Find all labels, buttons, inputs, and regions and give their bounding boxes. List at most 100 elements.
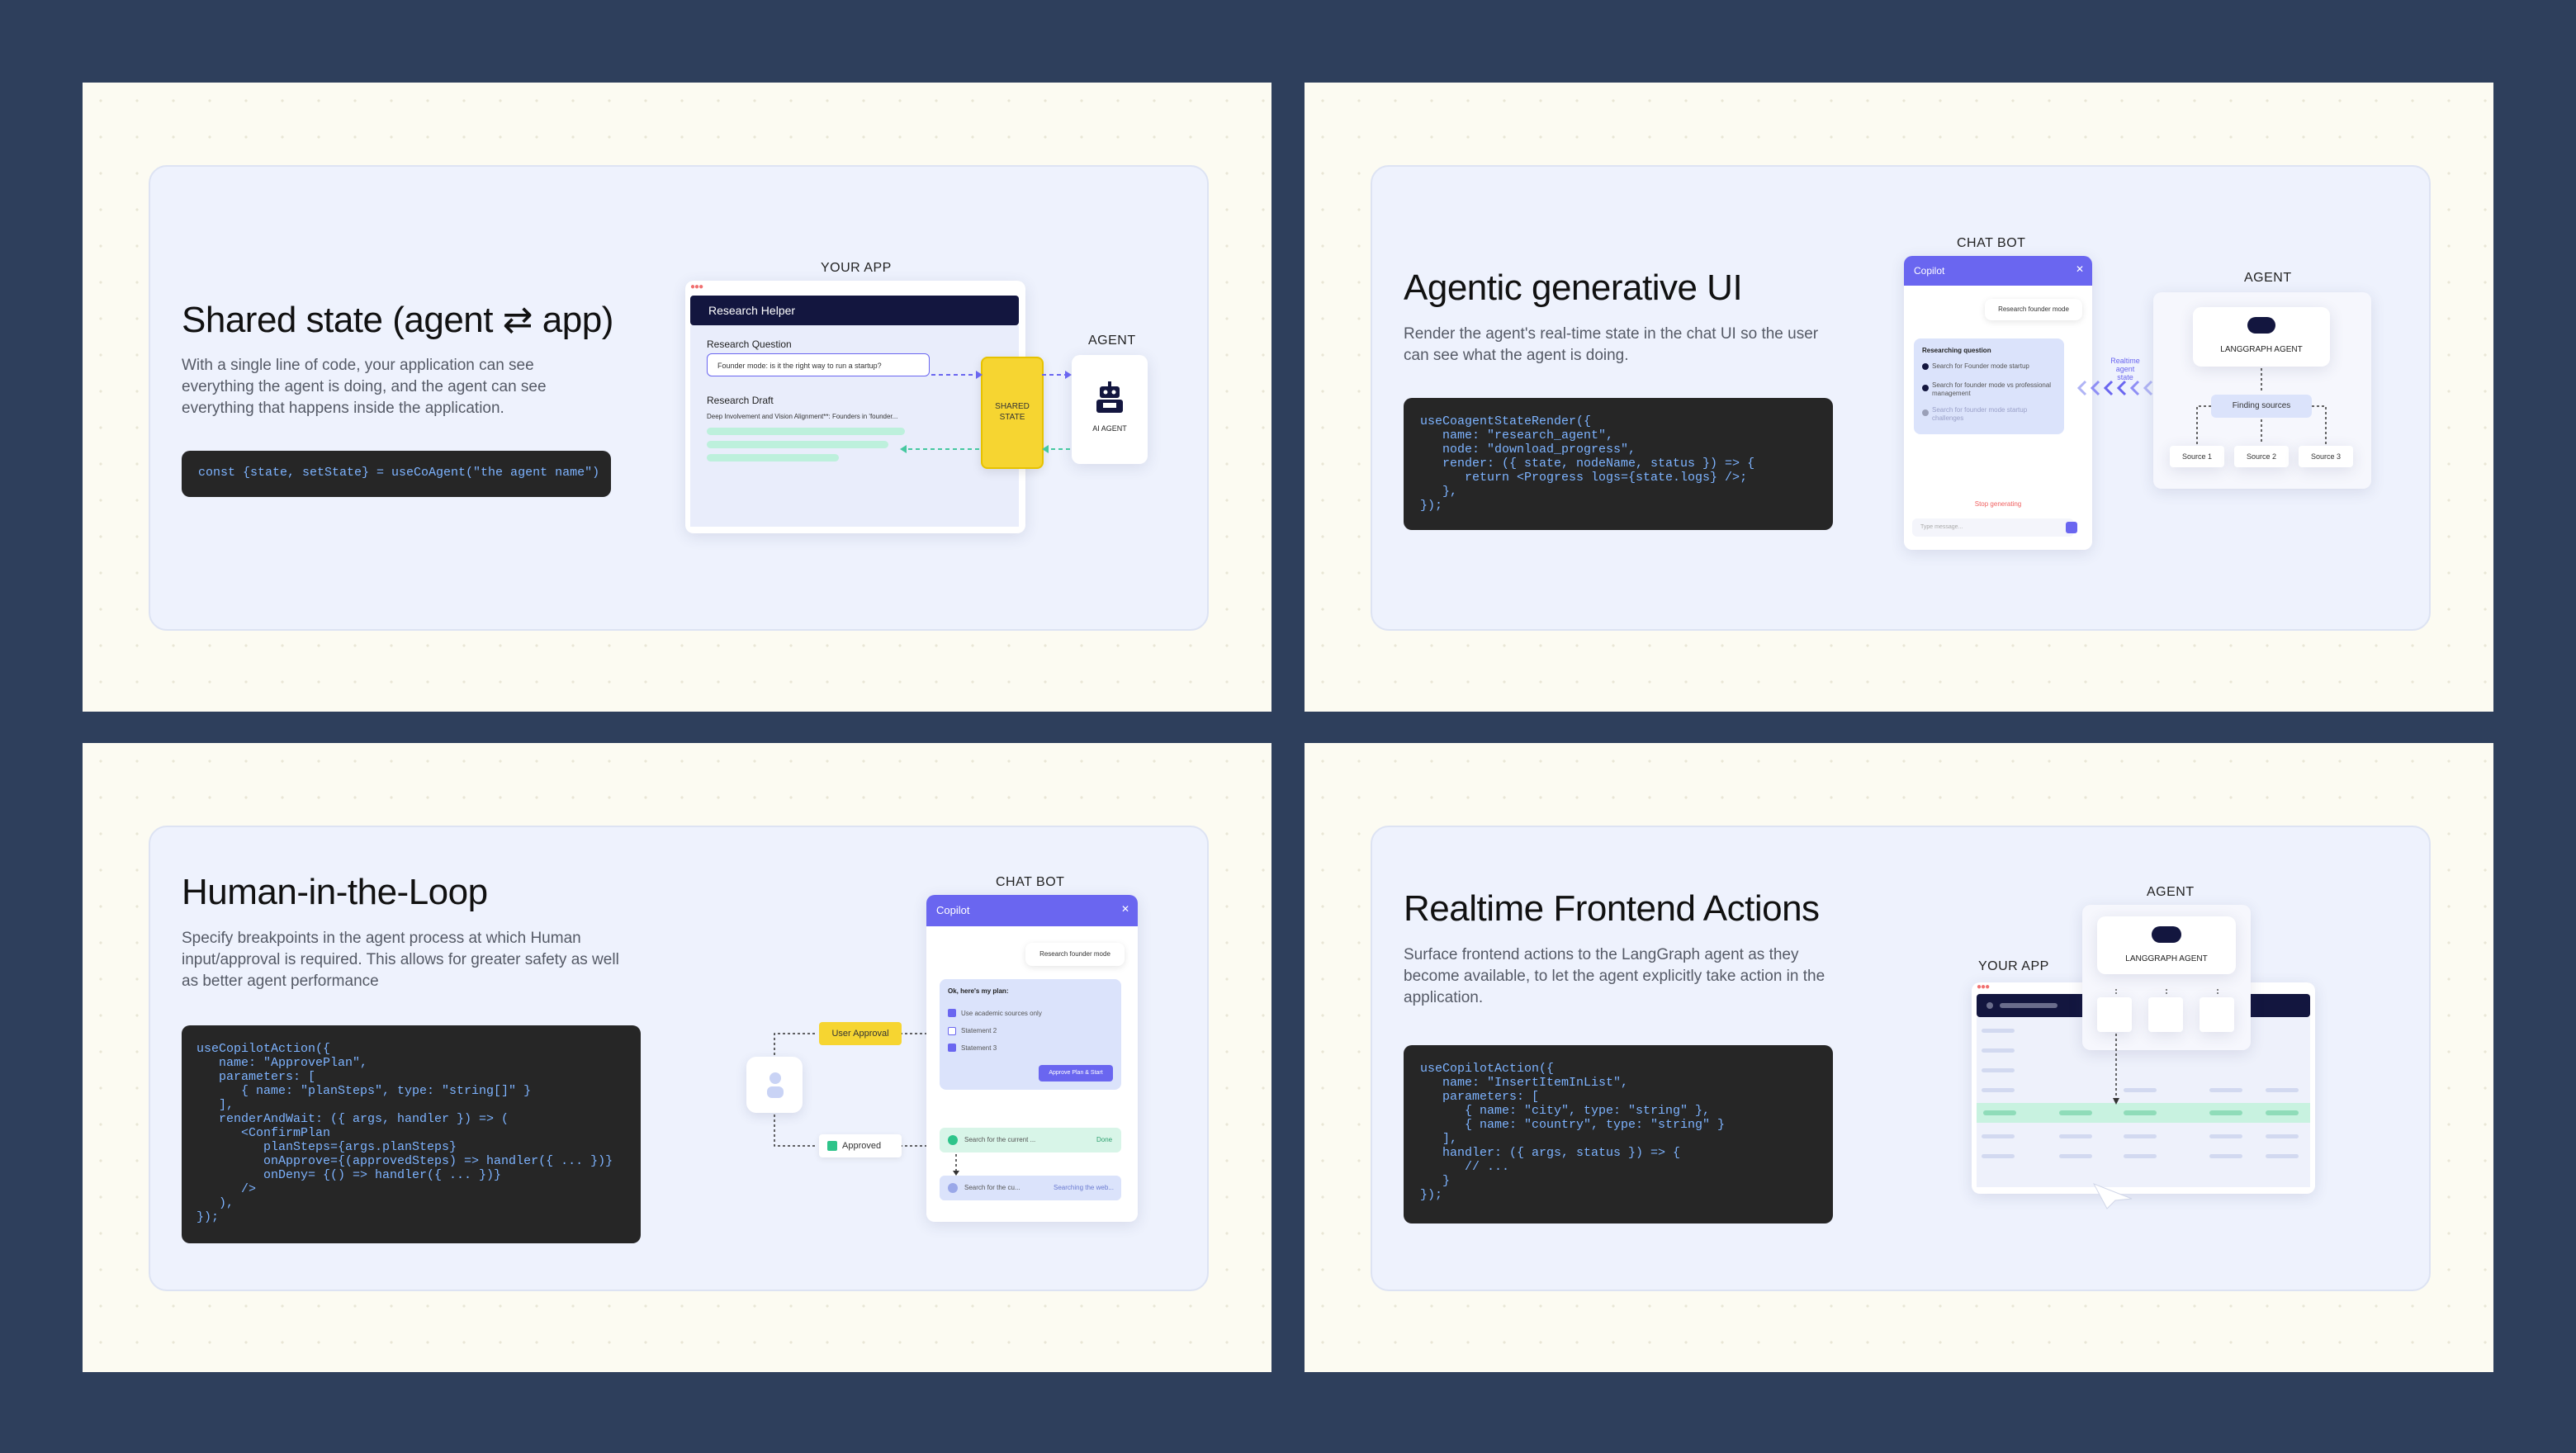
step-status: Searching the web... [1054,1184,1114,1191]
user-avatar [746,1057,803,1113]
feature-card: Agentic generative UI Render the agent's… [1371,165,2431,631]
question-label: Research Question [707,338,792,350]
source-node: Source 2 [2234,446,2289,467]
user-message: Research founder mode [1025,943,1125,966]
progress-card: Researching question Search for Founder … [1914,338,2064,434]
action-flow-lines [2113,989,2218,1105]
agent-label: AGENT [2244,271,2292,285]
agent-box: AI AGENT [1072,355,1148,464]
close-icon[interactable]: ✕ [1120,903,1129,915]
table-cell [2209,1110,2242,1115]
plan-item: Statement 2 [961,1027,997,1034]
step-status: Done [1096,1136,1113,1143]
source-node: Source 3 [2299,446,2353,467]
approved-label: Approved [842,1141,882,1151]
message-input[interactable]: Type message... [1912,518,2074,537]
plan-card: Ok, here's my plan: Use academic sources… [940,979,1121,1090]
your-app-label: YOUR APP [1978,959,2049,973]
approve-plan-button[interactable]: Approve Plan & Start [1039,1065,1113,1081]
app-table [1977,1017,2310,1187]
step-row-done: Search for the current ... Done [940,1128,1121,1152]
table-cell [2124,1134,2157,1138]
action-node [2200,997,2234,1032]
code-snippet: useCopilotAction({ name: "InsertItemInLi… [1404,1045,1833,1223]
feature-card: Shared state (agent ⇄ app) With a single… [149,165,1209,631]
source-node: Source 1 [2170,446,2224,467]
langgraph-logo-icon [2247,317,2275,334]
app-window: ●●● Research Helper Research Question Fo… [685,281,1025,533]
step-done-icon [1922,363,1929,370]
close-icon[interactable]: ✕ [2075,263,2084,275]
table-cell [2266,1110,2299,1115]
feature-description: With a single line of code, your applica… [182,357,547,417]
step-pending-icon [1922,409,1929,416]
chat-bot-label: CHAT BOT [1957,236,2026,250]
table-cell [1982,1048,2015,1053]
feature-description: Specify breakpoints in the agent process… [182,930,619,990]
table-cell [2059,1134,2092,1138]
table-cell [2209,1088,2242,1092]
feature-description: Render the agent's real-time state in th… [1404,325,1819,364]
draft-label: Research Draft [707,395,774,406]
step-text: Search for the current ... [964,1136,1036,1143]
feature-title: Agentic generative UI [1404,267,1743,308]
step-text: Search for the cu... [964,1184,1020,1191]
question-input[interactable]: Founder mode: is it the right way to run… [707,353,930,376]
approved-badge: Approved [819,1134,902,1157]
table-cell [2059,1154,2092,1158]
plan-item: Statement 3 [961,1044,997,1052]
agent-box: LANGGRAPH AGENT [2082,905,2251,1050]
window-dots: ●●● [690,282,703,291]
checkbox-checked[interactable] [948,1044,956,1052]
table-cell [2124,1154,2157,1158]
shared-state-label: SHARED STATE [995,402,1030,422]
chat-header: Copilot [1904,256,2092,286]
code-snippet: useCopilotAction({ name: "ApprovePlan", … [182,1025,641,1243]
feature-card: Realtime Frontend Actions Surface fronte… [1371,826,2431,1291]
panel-frontend-actions: Realtime Frontend Actions Surface fronte… [1305,743,2493,1372]
realtime-arrows-icon [2076,380,2153,396]
ai-agent-label: AI AGENT [1092,424,1127,433]
agent-flow-lines [2196,368,2327,444]
feature-description: Surface frontend actions to the LangGrap… [1404,946,1825,1006]
table-cell [1982,1088,2015,1092]
agent-node: Finding sources [2211,395,2312,418]
table-cell [2124,1110,2157,1115]
chat-header: Copilot [926,895,1138,926]
app-header: Research Helper [690,296,1019,325]
checkbox-unchecked[interactable] [948,1027,956,1035]
step-connector [953,1154,959,1176]
chat-window: Copilot ✕ Research founder mode Ok, here… [926,895,1138,1222]
robot-icon [1096,381,1123,413]
spinner-icon [948,1183,958,1193]
feature-title: Realtime Frontend Actions [1404,888,1820,929]
check-icon [948,1135,958,1145]
table-cell [1982,1068,2015,1072]
send-button[interactable] [2066,522,2077,533]
your-app-label: YOUR APP [821,261,892,275]
progress-title: Researching question [1922,347,1991,354]
chat-window: Copilot ✕ Research founder mode Research… [1904,256,2092,550]
shared-state-box: SHARED STATE [981,357,1044,469]
app-header-icon [1986,1002,1993,1009]
panel-human-in-the-loop: Human-in-the-Loop Specify breakpoints in… [83,743,1271,1372]
table-cell [1982,1134,2015,1138]
langgraph-logo-icon [2152,926,2181,943]
agent-label: AGENT [2147,885,2195,899]
step-item: Search for Founder mode startup [1932,362,2029,370]
draft-line [707,428,905,435]
user-approval-badge: User Approval [819,1022,902,1045]
stop-generating-button[interactable]: Stop generating [1974,500,2022,508]
checkbox-checked[interactable] [948,1009,956,1017]
draft-text: Deep Involvement and Vision Alignment**:… [707,413,898,420]
plan-item: Use academic sources only [961,1010,1042,1017]
window-dots: ●●● [1977,982,1990,992]
table-cell [2266,1088,2299,1092]
agent-label: AGENT [1088,334,1136,348]
user-message: Research founder mode [1985,299,2082,320]
action-node [2097,997,2132,1032]
draft-line [707,441,888,448]
table-cell [2209,1154,2242,1158]
table-cell [1982,1029,2015,1033]
plan-title: Ok, here's my plan: [948,987,1009,995]
